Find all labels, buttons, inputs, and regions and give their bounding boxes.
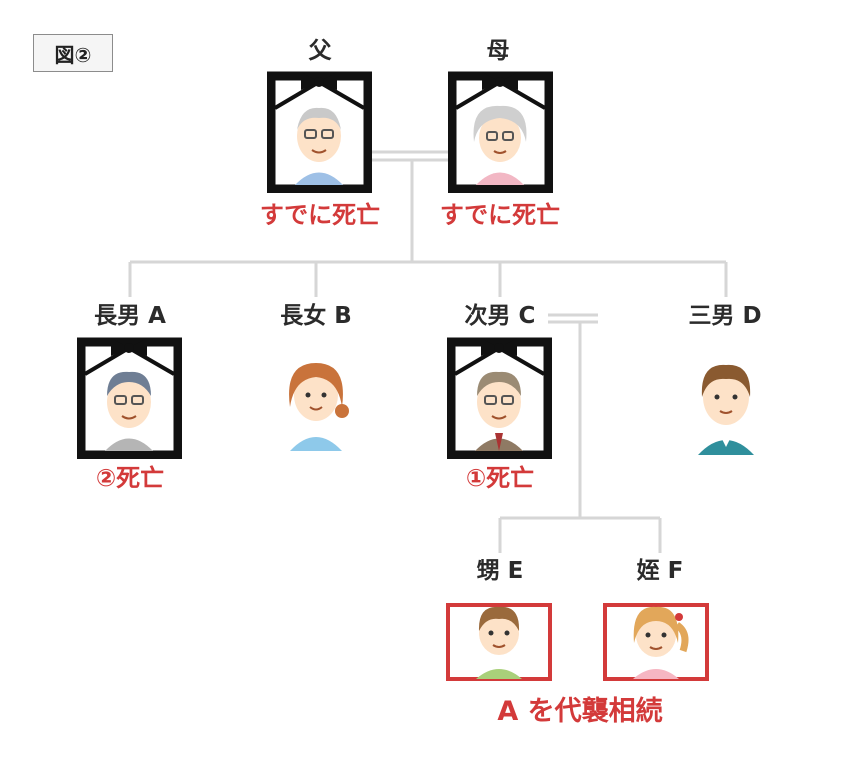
mother-portrait (448, 68, 553, 193)
eldest-daughter-portrait (276, 345, 356, 455)
father-portrait (267, 68, 372, 193)
nephew-portrait (446, 603, 552, 681)
third-son-portrait (686, 345, 766, 457)
third-son-name: 三男 D (688, 303, 762, 329)
inheritance-caption: A を代襲相続 (497, 696, 663, 727)
eldest-son-portrait (77, 334, 182, 459)
second-son-portrait (447, 334, 552, 459)
eldest-son-status: ②死亡 (95, 464, 165, 492)
figure-label: 図② (33, 34, 113, 72)
eldest-son-name: 長男 A (94, 303, 166, 329)
father-name: 父 (308, 38, 332, 64)
mother-name: 母 (486, 38, 510, 64)
mother-status: すでに死亡 (439, 201, 561, 229)
niece-name: 姪 F (636, 558, 684, 584)
second-son-name: 次男 C (464, 303, 536, 329)
second-son-status: ①死亡 (465, 464, 535, 492)
eldest-daughter-name: 長女 B (280, 303, 352, 329)
nephew-name: 甥 E (476, 558, 524, 584)
father-status: すでに死亡 (259, 201, 381, 229)
niece-portrait (603, 603, 709, 681)
